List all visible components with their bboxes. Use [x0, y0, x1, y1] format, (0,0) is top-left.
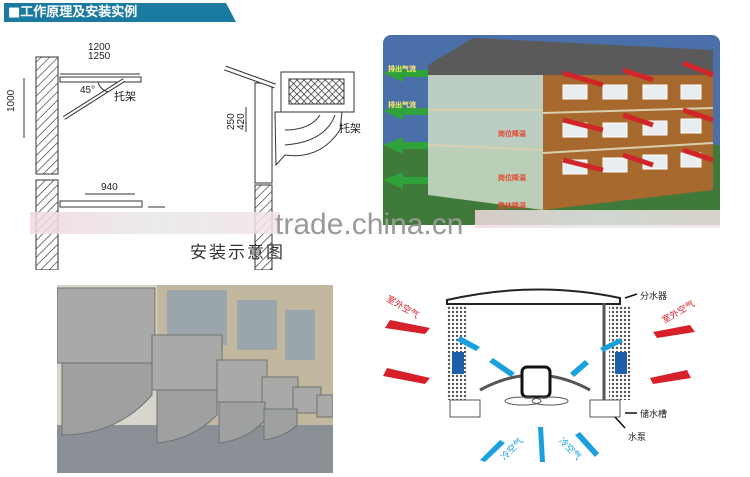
building-airflow-illustration [383, 35, 720, 225]
dimension-1250: 1250 [88, 51, 111, 62]
dimension-420: 420 [236, 113, 247, 130]
bracket-label: 托架 [339, 122, 361, 135]
blurred-band [30, 212, 280, 234]
cooling-label: 岗位降温 [498, 130, 526, 138]
dimension-1000: 1000 [6, 89, 17, 112]
blurred-band [475, 210, 720, 228]
cooling-label: 岗位降温 [498, 174, 526, 182]
watermark: trade.china.cn [275, 208, 464, 241]
airflow-label: 排出气流 [388, 65, 416, 73]
water-distributor-label: 分水器 [640, 292, 668, 302]
water-pump-label: 水泵 [628, 433, 647, 443]
angle-label: 45° [80, 85, 96, 96]
dimension-940: 940 [101, 182, 118, 193]
section-title: ■工作原理及安装实例 [8, 5, 138, 20]
airflow-label: 排出气流 [388, 101, 416, 109]
installation-drawing [23, 56, 355, 270]
bracket-label: 托架 [114, 90, 136, 103]
installation-photo [57, 285, 333, 473]
section-header-bar [4, 3, 236, 22]
drawing-caption: 安装示意图 [190, 243, 285, 263]
water-tank-label: 储水槽 [640, 410, 668, 420]
cooler-working-diagram [383, 288, 695, 462]
dimension-1200: 1200 [88, 42, 111, 53]
cooling-label: 整体降温 [498, 202, 526, 210]
